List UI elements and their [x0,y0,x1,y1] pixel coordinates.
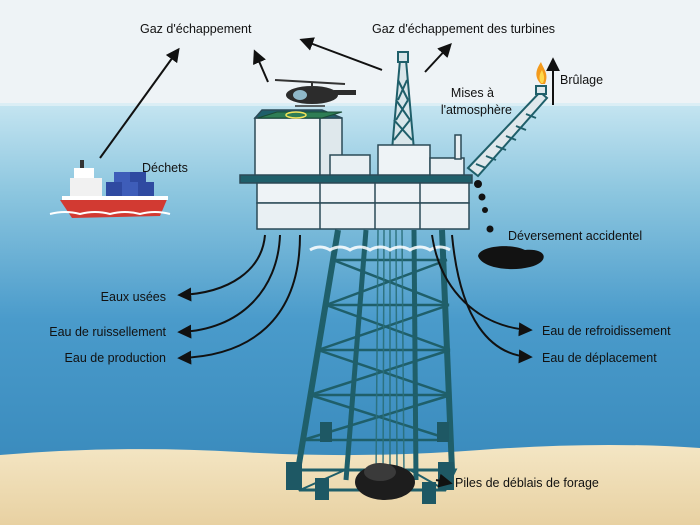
label-mises-atmosphere-2: l'atmosphère [440,103,512,117]
label-eau-refroidissement: Eau de refroidissement [542,324,671,338]
platform-topsides [239,109,473,230]
water-discharge-arrows [177,234,533,488]
arrow-eau-ruissellement [177,234,281,339]
sea-surface-line [0,103,700,106]
label-dechets: Déchets [142,161,188,175]
label-eau-production: Eau de production [64,351,166,365]
arrow-eau-refroidissement [431,234,533,337]
arrow-turbines-up [424,42,452,73]
label-deversement: Déversement accidentel [508,229,643,243]
supply-vessel-icon [49,160,171,218]
label-mises-atmosphere-1: Mises à [450,86,494,100]
arrow-eaux-usees [177,234,266,302]
helideck [257,111,343,119]
atmospheric-arrows [99,37,560,159]
flare-flame-core [539,70,545,83]
label-eau-ruissellement: Eau de ruissellement [49,325,166,339]
oil-spill [474,180,544,270]
arrow-platform-to-exhaust [299,37,383,71]
label-brulage: Brûlage [560,73,604,87]
label-eau-deplacement: Eau de déplacement [542,351,657,365]
arrow-eau-deplacement [451,234,533,364]
drilling-derrick [390,51,416,151]
arrow-piles [435,473,453,488]
label-eaux-usees: Eaux usées [100,290,166,304]
drill-cuttings-top [364,463,396,481]
waterline-splash [309,245,451,252]
sky [0,0,700,105]
arrow-eau-production [177,234,301,365]
label-gaz-turbines: Gaz d'échappement des turbines [372,22,556,36]
platform-jacket [287,229,458,492]
arrow-heli-to-exhaust [253,49,269,83]
label-gaz-echappement: Gaz d'échappement [140,22,252,36]
seabed [0,444,700,525]
label-piles-deblais: Piles de déblais de forage [455,476,599,490]
flare-boom [466,85,549,178]
arrow-vessel-to-exhaust [99,47,180,159]
helicopter-icon [274,79,356,107]
